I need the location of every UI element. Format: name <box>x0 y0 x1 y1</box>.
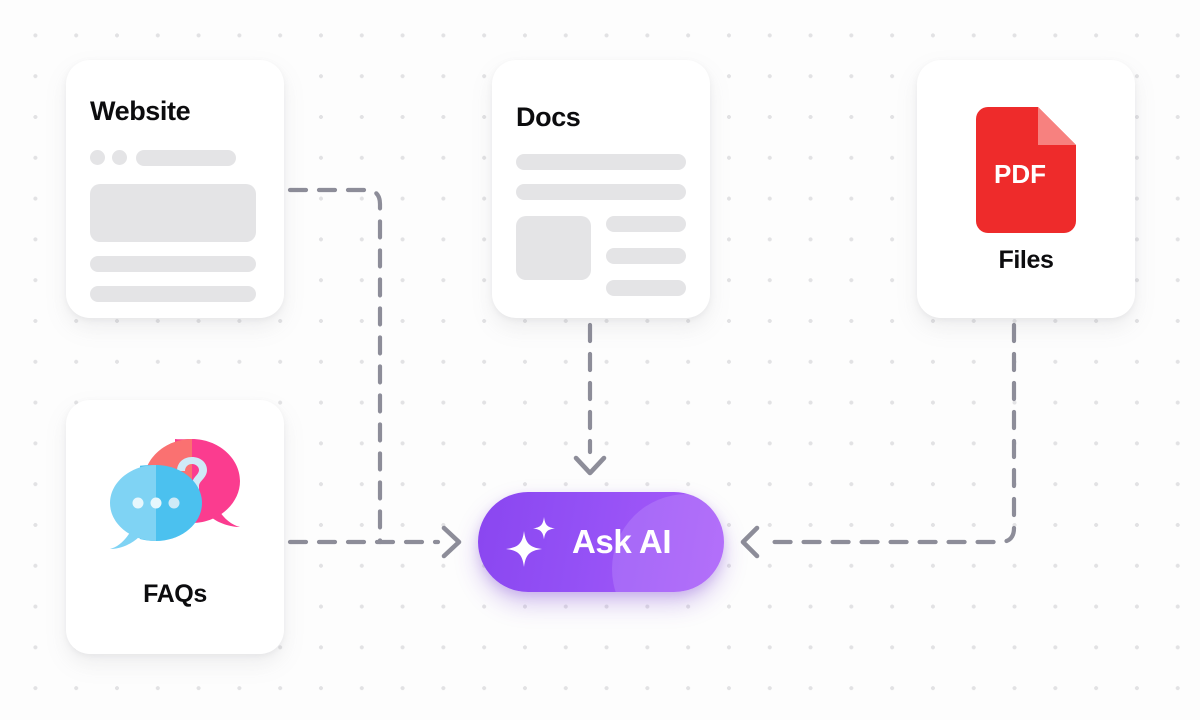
docs-skeleton-line-3 <box>606 216 686 232</box>
website-skeleton-hero <box>90 184 256 242</box>
card-faqs[interactable]: FAQs <box>66 400 284 654</box>
ask-ai-label: Ask AI <box>572 523 672 560</box>
arrow-left-icon <box>740 525 760 559</box>
card-docs-title: Docs <box>516 102 581 132</box>
card-docs[interactable]: Docs <box>492 60 710 318</box>
arrow-down-icon <box>573 455 607 476</box>
ask-ai-button[interactable]: Ask AI <box>478 492 724 592</box>
website-skeleton-dot-2 <box>112 150 127 165</box>
docs-skeleton-line-1 <box>516 154 686 170</box>
docs-skeleton-line-5 <box>606 280 686 296</box>
website-skeleton-dot-1 <box>90 150 105 165</box>
website-skeleton-line-2 <box>90 286 256 302</box>
connector-files-to-ask-ai <box>759 322 1017 545</box>
card-files-title: Files <box>998 246 1054 274</box>
card-faqs-title: FAQs <box>143 580 207 608</box>
website-skeleton-pill <box>136 150 236 166</box>
arrow-right-icon <box>441 525 462 559</box>
card-files[interactable]: PDF Files <box>917 60 1135 318</box>
docs-skeleton-line-4 <box>606 248 686 264</box>
docs-skeleton-image <box>516 216 591 280</box>
card-website[interactable]: Website <box>66 60 284 318</box>
pdf-file-icon: PDF <box>976 107 1076 233</box>
pdf-icon-label: PDF <box>994 159 1046 189</box>
sparkle-icon <box>504 515 558 569</box>
website-skeleton-line-1 <box>90 256 256 272</box>
connector-website-to-ask-ai <box>287 187 383 545</box>
card-website-title: Website <box>90 96 191 126</box>
speech-bubbles-icon <box>106 435 246 563</box>
docs-skeleton-line-2 <box>516 184 686 200</box>
